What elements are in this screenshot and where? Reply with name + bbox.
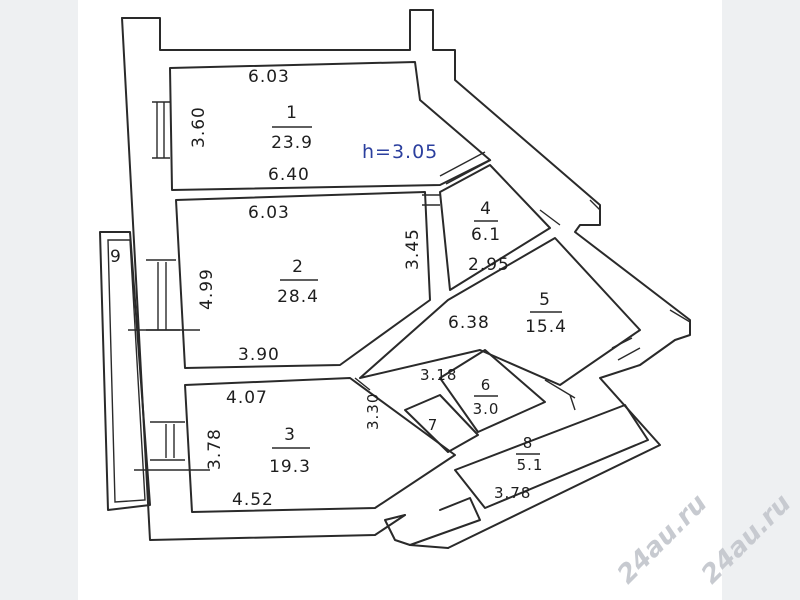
room-8-dim: 3.78 — [494, 484, 531, 502]
room-6-dim: 3.18 — [420, 366, 457, 384]
room-7-outline — [404, 394, 479, 453]
room-2-dim-left: 4.99 — [197, 268, 217, 310]
room-3-dim-left: 3.78 — [205, 428, 225, 470]
room-3-dim-right: 3.30 — [364, 393, 382, 430]
room-3-area: 19.3 — [269, 457, 311, 477]
room-4-area: 6.1 — [471, 225, 501, 245]
room-2-dim-top: 6.03 — [248, 203, 290, 223]
room-1-dim-left: 3.60 — [189, 106, 209, 148]
room-1-dim-bottom: 6.40 — [268, 165, 310, 185]
room-4-outline — [439, 164, 551, 291]
room-2-area: 28.4 — [277, 287, 319, 307]
room-1-number: 1 — [286, 103, 298, 123]
room-4-number: 4 — [480, 199, 492, 219]
room-5-number: 5 — [539, 290, 551, 310]
room-1-dim-top: 6.03 — [248, 67, 290, 87]
door-marks — [354, 199, 691, 411]
room-8-outline — [454, 404, 649, 509]
room-7-number: 7 — [428, 416, 439, 434]
room-3-dim-top: 4.07 — [226, 388, 268, 408]
room-3-outline — [184, 377, 456, 513]
plan-sheet — [78, 0, 722, 600]
watermark-left: 24au.ru — [612, 489, 713, 590]
room-2-number: 2 — [292, 257, 304, 277]
room-8-number: 8 — [523, 434, 534, 452]
watermark-right: 24au.ru — [696, 489, 797, 590]
room-5-area: 15.4 — [525, 317, 567, 337]
room-6-number: 6 — [481, 376, 492, 394]
room-8-area: 5.1 — [517, 456, 544, 474]
room-1-area: 23.9 — [271, 133, 313, 153]
room-3-number: 3 — [284, 425, 296, 445]
room-1-outline — [169, 61, 491, 191]
room-5-dim: 6.38 — [448, 313, 490, 333]
room-4-dim: 2.95 — [468, 255, 510, 275]
windows — [128, 101, 641, 471]
ceiling-height-label: h=3.05 — [362, 141, 438, 163]
room-5-outline — [359, 237, 641, 386]
room-2-outline — [175, 191, 431, 369]
room-2-dim-bottom: 3.90 — [238, 345, 280, 365]
room-2-dim-right: 3.45 — [403, 228, 423, 270]
room-9-number: 9 — [110, 247, 122, 267]
room-3-dim-bottom: 4.52 — [232, 490, 274, 510]
room-6-outline — [439, 349, 546, 433]
exterior-walls — [99, 9, 691, 549]
room-6-area: 3.0 — [473, 400, 500, 418]
